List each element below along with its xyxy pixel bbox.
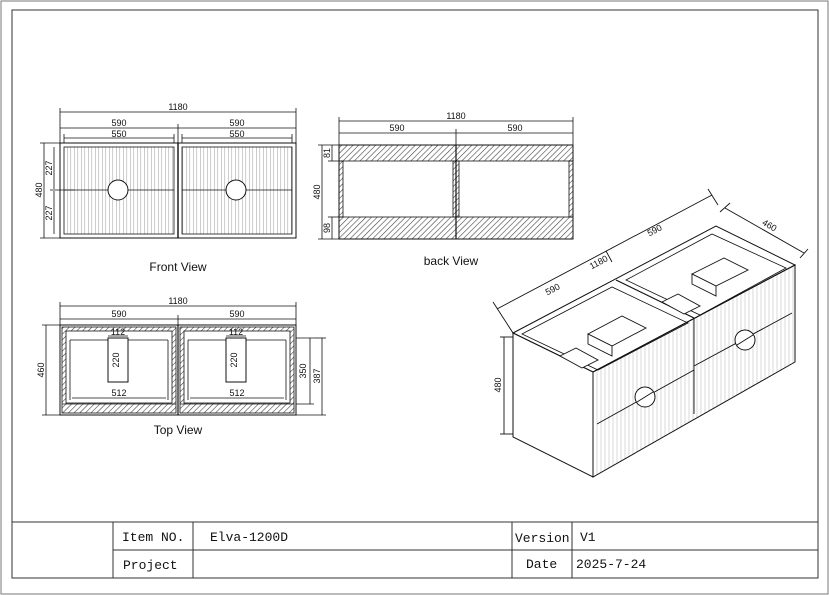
iso-dim-height: 480 <box>493 377 503 392</box>
version-label: Version <box>515 531 570 546</box>
iso-dim-depth: 460 <box>760 217 778 233</box>
front-dim-right-outer: 590 <box>229 118 244 128</box>
back-dim-right: 590 <box>507 123 522 133</box>
iso-dim-module-right: 590 <box>646 222 664 238</box>
front-dim-top-drawer: 227 <box>44 160 54 175</box>
back-dim-total: 1180 <box>446 111 465 121</box>
top-left-drawer-width: 512 <box>111 388 126 398</box>
top-dim-left: 590 <box>111 309 126 319</box>
top-left-cutout-depth: 220 <box>111 352 121 367</box>
version-value: V1 <box>580 530 596 545</box>
front-view <box>40 108 297 239</box>
front-dim-left-outer: 590 <box>111 118 126 128</box>
top-left-cutout-width: 112 <box>111 327 125 337</box>
back-dim-height: 480 <box>312 184 322 199</box>
item-no-value: Elva-1200D <box>210 530 288 545</box>
top-dim-total: 1180 <box>168 296 187 306</box>
front-dim-height: 480 <box>34 182 44 197</box>
inner-border <box>11 9 819 579</box>
top-view-label: Top View <box>154 423 203 437</box>
iso-view <box>492 188 809 478</box>
back-dim-bottom-rail: 98 <box>322 223 332 233</box>
top-dim-right: 590 <box>229 309 244 319</box>
front-dim-bottom-drawer: 227 <box>44 205 54 220</box>
top-dim-depth: 460 <box>36 362 46 377</box>
back-view <box>318 117 574 240</box>
front-dim-total: 1180 <box>168 102 187 112</box>
title-block <box>12 521 818 578</box>
date-value: 2025-7-24 <box>576 557 646 572</box>
iso-dim-module-left: 590 <box>544 281 562 297</box>
top-right-drawer-width: 512 <box>229 388 244 398</box>
date-label: Date <box>526 557 557 572</box>
back-dim-left: 590 <box>389 123 404 133</box>
back-view-label: back View <box>424 254 479 268</box>
top-dim-depth-2: 387 <box>312 368 322 383</box>
front-dim-left-inner: 550 <box>111 129 126 139</box>
top-dim-inner-depth: 350 <box>298 363 308 378</box>
back-dim-top-rail: 81 <box>322 148 332 158</box>
iso-dim-total: 1180 <box>588 253 610 271</box>
top-right-cutout-depth: 220 <box>229 352 239 367</box>
project-label: Project <box>123 558 178 573</box>
front-dim-right-inner: 550 <box>229 129 244 139</box>
item-no-label: Item NO. <box>122 530 184 545</box>
top-view <box>42 302 326 416</box>
top-right-cutout-width: 112 <box>229 327 243 337</box>
front-view-label: Front View <box>149 260 206 274</box>
